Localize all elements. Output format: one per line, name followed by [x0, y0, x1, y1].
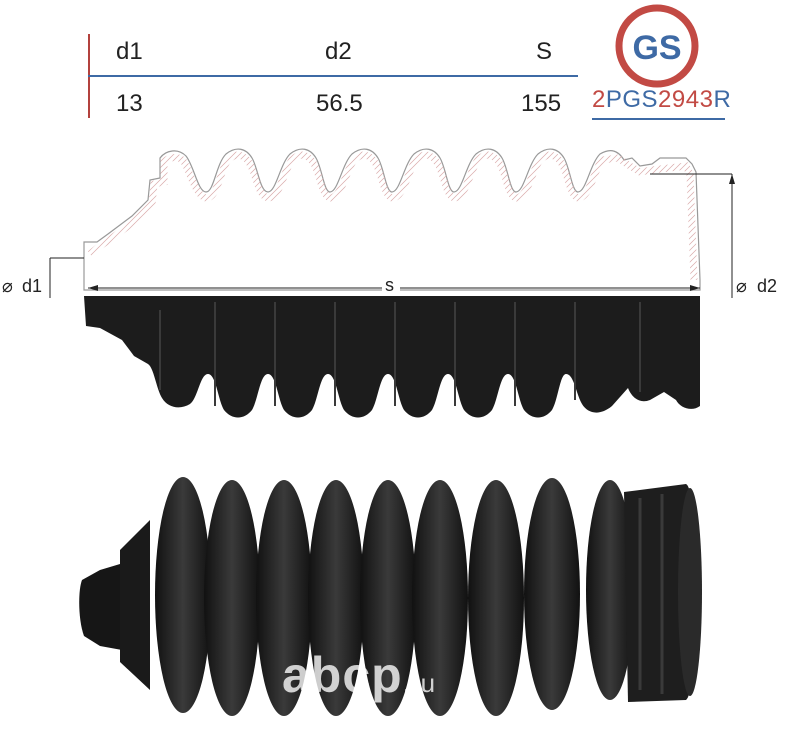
watermark-main: abcp	[282, 647, 403, 703]
part-code: 2PGS2943R	[592, 86, 731, 114]
boot-ribs	[155, 477, 634, 716]
watermark-suffix: .ru	[402, 668, 437, 698]
part-code-2: PGS	[605, 86, 659, 113]
part-code-4: R	[713, 86, 732, 113]
s-label: s	[385, 275, 394, 295]
value-d2: 56.5	[316, 90, 363, 117]
logo-text: GS	[632, 29, 681, 67]
watermark: abcp.ru	[282, 646, 436, 704]
d1-label: d1	[22, 276, 42, 296]
value-s: 155	[521, 90, 562, 117]
boot-photo-half	[84, 296, 700, 418]
part-code-1: 2	[592, 86, 606, 113]
table-horizontal-divider	[88, 75, 578, 77]
part-code-underline	[592, 118, 725, 120]
brand-logo: GS	[611, 4, 703, 93]
d2-symbol: ⌀	[736, 276, 747, 296]
d2-label: d2	[757, 276, 777, 296]
header-s: S	[536, 38, 553, 65]
header-d2: d2	[325, 38, 352, 65]
d1-symbol: ⌀	[2, 276, 13, 296]
part-code-3: 2943	[658, 86, 714, 113]
boot-profile-outline	[83, 148, 701, 291]
boot-technical-drawing: ⌀ d1 ⌀ d2 s	[2, 148, 777, 418]
value-d1: 13	[116, 90, 143, 117]
boot-large-end	[624, 484, 697, 702]
header-d1: d1	[116, 38, 143, 65]
dimensions-table: d1 d2 S 13 56.5 155	[88, 34, 578, 118]
boot-photo	[79, 477, 702, 716]
